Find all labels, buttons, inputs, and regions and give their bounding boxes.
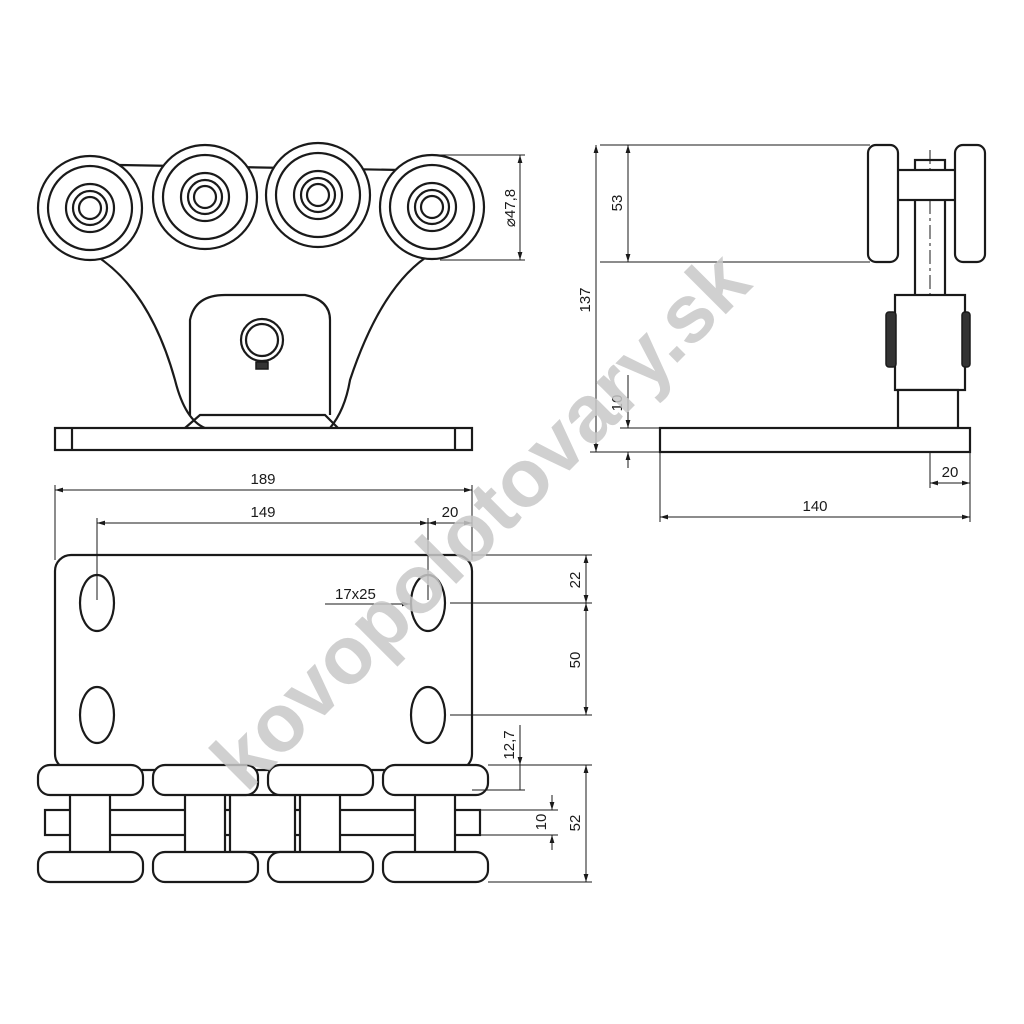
bottom-view: 189 149 20 17x25 22 50 12,7 10 52 [36,471,592,884]
dim-hole-spacing: 149 [250,504,275,521]
dim-offset: 20 [942,464,959,481]
bottom-wheels [36,763,490,884]
dim-edge-gap: 12,7 [501,730,518,759]
dim-plate-depth: 140 [802,498,827,515]
side-view: 53 137 10 20 140 [577,143,987,522]
wheel [264,141,372,249]
dim-slot-spacing: 50 [567,652,584,669]
dim-wheel-height: 53 [609,195,626,212]
dim-slot-size: 17x25 [335,586,376,603]
wheel [151,143,259,251]
dim-hole-edge: 20 [442,504,459,521]
dim-wheel-depth: 52 [567,815,584,832]
wheel [36,154,144,262]
dim-wheel-diameter: ⌀47,8 [502,189,519,227]
dim-plate-width: 189 [250,471,275,488]
dim-axle-thickness: 10 [533,814,550,831]
dim-total-height: 137 [577,287,594,312]
dim-plate-thickness: 10 [609,395,626,412]
front-view: ⌀47,8 [36,141,525,452]
dim-slot-top: 22 [567,572,584,589]
front-wheels [36,141,486,262]
wheel [378,153,486,261]
